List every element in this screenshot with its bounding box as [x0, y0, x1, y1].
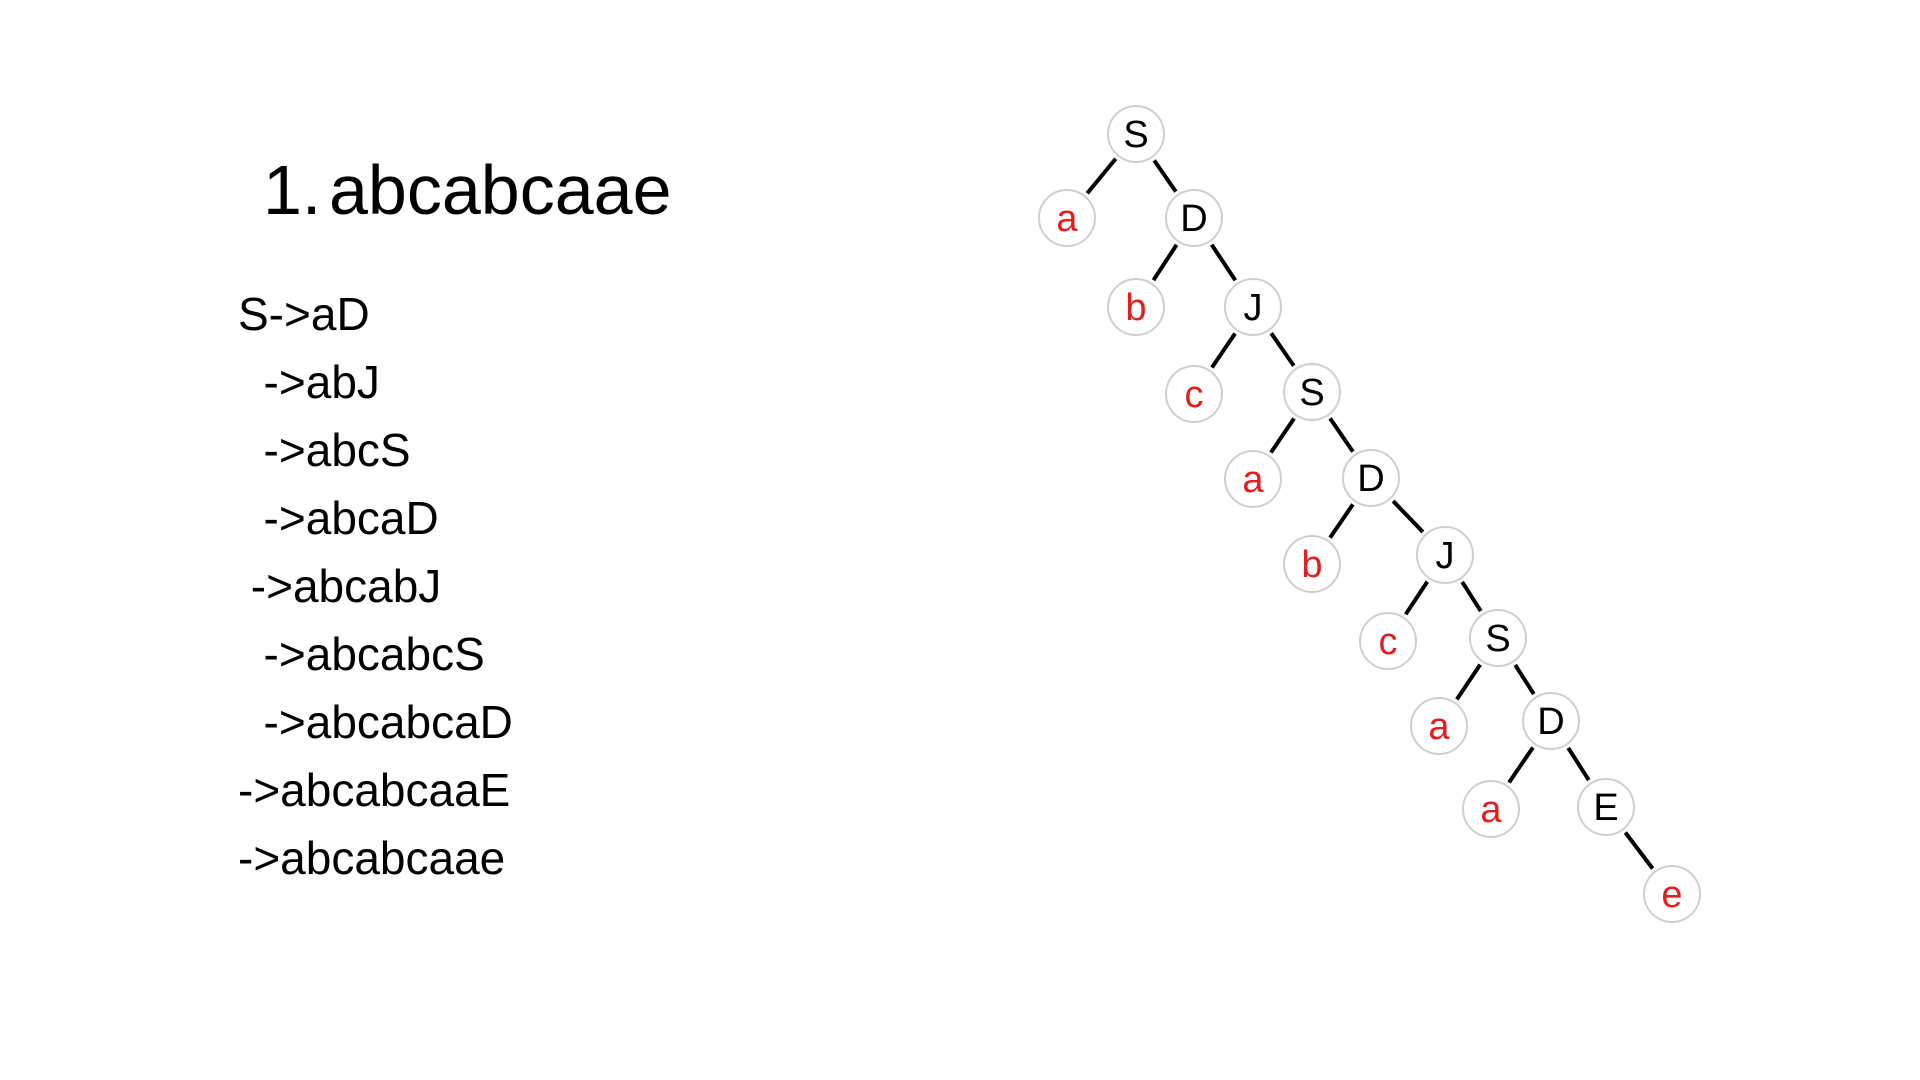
tree-node-label: a	[1242, 459, 1264, 501]
tree-node-terminal: a	[1224, 450, 1282, 508]
tree-node-circle	[1283, 363, 1341, 421]
tree-edge	[1151, 243, 1179, 282]
derivation-step: ->abcabcS	[238, 628, 485, 680]
tree-node-label: J	[1244, 287, 1263, 329]
tree-node-circle	[1165, 365, 1223, 423]
tree-node-circle	[1469, 609, 1527, 667]
tree-node-circle	[1107, 105, 1165, 163]
tree-node-label: c	[1185, 374, 1204, 416]
tree-edge	[1210, 332, 1237, 369]
derivation-step: S->aD	[238, 288, 370, 340]
tree-node-nonterminal: D	[1165, 189, 1223, 247]
tree-node-nonterminal: J	[1416, 526, 1474, 584]
tree-node-circle	[1107, 278, 1165, 336]
tree-node-circle	[1165, 189, 1223, 247]
tree-node-circle	[1038, 189, 1096, 247]
tree-node-circle	[1224, 450, 1282, 508]
tree-edge	[1391, 499, 1425, 534]
tree-node-terminal: b	[1283, 535, 1341, 593]
tree-node-nonterminal: S	[1283, 363, 1341, 421]
slide-title: 1.abcabcaae	[263, 148, 672, 232]
tree-edge	[1507, 746, 1535, 784]
tree-edge	[1566, 746, 1591, 782]
title-number: 1.	[263, 151, 322, 229]
derivation-list: S->aD ->abJ ->abcS ->abcaD ->abcabJ ->ab…	[238, 280, 513, 892]
tree-node-nonterminal: J	[1224, 278, 1282, 336]
tree-node-nonterminal: S	[1469, 609, 1527, 667]
tree-node-circle	[1416, 526, 1474, 584]
tree-node-label: a	[1056, 198, 1078, 240]
tree-node-terminal: a	[1038, 189, 1096, 247]
derivation-step: ->abcabJ	[238, 560, 442, 612]
tree-node-nonterminal: S	[1107, 105, 1165, 163]
derivation-step: ->abJ	[238, 356, 380, 408]
tree-node-nonterminal: D	[1342, 449, 1400, 507]
tree-edge	[1269, 332, 1296, 367]
tree-edge	[1455, 663, 1482, 701]
tree-node-label: a	[1428, 706, 1450, 748]
tree-edge	[1460, 580, 1483, 613]
tree-node-label: e	[1661, 874, 1682, 916]
title-text: abcabcaae	[329, 151, 672, 229]
tree-node-terminal: a	[1410, 697, 1468, 755]
tree-node-circle	[1342, 449, 1400, 507]
tree-node-circle	[1643, 865, 1701, 923]
tree-node-terminal: a	[1462, 780, 1520, 838]
tree-node-circle	[1224, 278, 1282, 336]
derivation-step: ->abcabcaD	[238, 696, 513, 748]
tree-node-label: J	[1436, 535, 1455, 577]
tree-node-label: S	[1123, 114, 1148, 156]
tree-edge	[1328, 417, 1355, 453]
tree-node-label: a	[1480, 789, 1502, 831]
tree-node-circle	[1410, 697, 1468, 755]
tree-node-circle	[1283, 535, 1341, 593]
tree-node-circle	[1359, 612, 1417, 670]
tree-node-label: c	[1379, 621, 1398, 663]
tree-node-label: b	[1301, 544, 1322, 586]
tree-node-terminal: b	[1107, 278, 1165, 336]
tree-edges	[1085, 157, 1655, 870]
tree-node-label: S	[1299, 372, 1324, 414]
tree-node-circle	[1577, 778, 1635, 836]
derivation-step: ->abcS	[238, 424, 411, 476]
tree-edge	[1210, 243, 1237, 282]
tree-edge	[1085, 157, 1118, 195]
derivation-step: ->abcabcaaE	[238, 764, 511, 816]
tree-node-label: D	[1180, 198, 1207, 240]
tree-node-label: D	[1537, 701, 1564, 743]
tree-edge	[1328, 503, 1355, 539]
derivation-step: ->abcaD	[238, 492, 439, 544]
tree-node-label: S	[1485, 618, 1510, 660]
tree-node-label: b	[1125, 287, 1146, 329]
tree-edge	[1623, 831, 1655, 870]
tree-node-nonterminal: D	[1522, 692, 1580, 750]
tree-node-circle	[1522, 692, 1580, 750]
tree-node-terminal: c	[1359, 612, 1417, 670]
tree-node-terminal: e	[1643, 865, 1701, 923]
tree-node-label: E	[1593, 787, 1618, 829]
tree-edge	[1152, 159, 1178, 193]
tree-node-label: D	[1357, 458, 1384, 500]
tree-node-circle	[1462, 780, 1520, 838]
tree-node-nonterminal: E	[1577, 778, 1635, 836]
tree-edge	[1404, 580, 1429, 616]
derivation-step: ->abcabcaae	[238, 832, 506, 884]
tree-edge	[1513, 663, 1536, 696]
tree-edge	[1269, 417, 1296, 454]
tree-node-terminal: c	[1165, 365, 1223, 423]
